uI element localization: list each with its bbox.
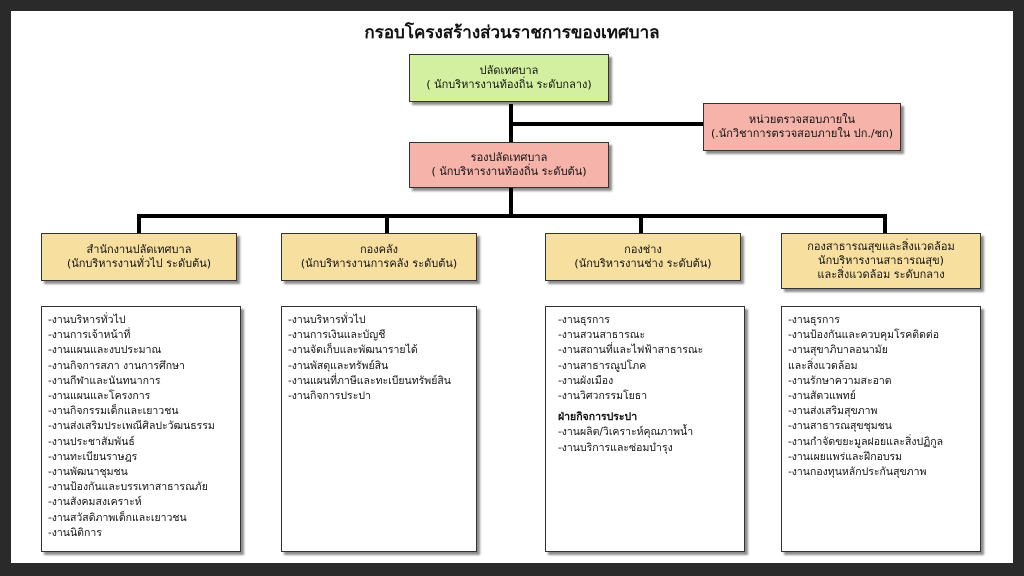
task-item: -งานทะเบียนราษฎร (48, 450, 138, 463)
municipal-clerk-level: ( นักบริหารงานท้องถิ่น ระดับกลาง) (426, 78, 592, 91)
task-item: -งานสาธารณสุขชุมชน (788, 420, 892, 433)
task-item: -งานส่งเสริมสุขภาพ (788, 405, 878, 418)
task-item: -งานสาธารณูปโภค (558, 359, 647, 372)
connector-dept1-drop (137, 214, 141, 234)
internal-audit-name: หน่วยตรวจสอบภายใน (748, 113, 856, 126)
task-item: และสิ่งแวดล้อม (788, 359, 858, 372)
connector-dept3-drop (639, 214, 643, 234)
task-item: -งานกิจการประปา (288, 390, 371, 403)
task-item: -งานวิศวกรรมโยธา (558, 390, 648, 403)
department-header-engineering: กองช่าง (นักบริหารงานช่าง ระดับต้น) (545, 233, 741, 281)
task-list-finance: -งานบริหารทั่วไป -งานการเงินและบัญชี -งานจ… (281, 306, 477, 552)
internal-audit-box: หน่วยตรวจสอบภายใน (.นักวิชาการตรวจสอบภาย… (703, 103, 901, 151)
task-item: -งานนิติการ (48, 526, 102, 539)
task-item: -งานกีฬาและนันทนาการ (48, 374, 161, 387)
department-header-health: กองสาธารณสุขและสิ่งแวดล้อม นักบริหารงานส… (781, 233, 981, 289)
task-item: -งานกิจกรรมเด็กและเยาวชน (48, 405, 179, 418)
task-subheading: ฝ่ายกิจการประปา (558, 411, 638, 424)
task-item: -งานเผยแพร่และฝึกอบรม (788, 450, 903, 463)
task-item: -งานกิจการสภา งานการศึกษา (48, 359, 185, 372)
connector-main-horizontal (137, 214, 887, 218)
task-item: -งานจัดเก็บและพัฒนารายได้ (288, 344, 418, 357)
task-item: -งานกำจัดขยะมูลฝอยและสิ่งปฏิกูล (788, 435, 944, 448)
task-item: -งานสวัสดิภาพเด็กและเยาวชน (48, 511, 187, 524)
task-item: -งานบริหารทั่วไป (288, 314, 366, 326)
connector-audit-horizontal (509, 122, 704, 126)
task-item: -งานส่งเสริมประเพณีศิลปะวัฒนธรรม (48, 420, 215, 433)
task-item: -งานประชาสัมพันธ์ (48, 435, 135, 448)
org-chart-canvas: กรอบโครงสร้างส่วนราชการของเทศบาล ปลัดเทศ… (11, 11, 1013, 563)
department-header-finance: กองคลัง (นักบริหารงานการคลัง ระดับต้น) (281, 233, 477, 281)
connector-deputy-vertical (509, 184, 513, 216)
department-name: กองสาธารณสุขและสิ่งแวดล้อม (807, 240, 955, 253)
department-name: กองช่าง (624, 243, 662, 256)
task-item: -งานสวนสาธารณะ (558, 329, 646, 342)
chart-title: กรอบโครงสร้างส่วนราชการของเทศบาล (364, 23, 660, 43)
deputy-clerk-box: รองปลัดเทศบาล ( นักบริหารงานท้องถิ่น ระด… (409, 142, 609, 188)
task-item: -งานแผนและงบประมาณ (48, 344, 162, 357)
task-item: -งานบริหารทั่วไป (48, 314, 126, 326)
task-item: -งานแผนที่ภาษีและทะเบียนทรัพย์สิน (288, 374, 451, 387)
task-item: -งานสัตวแพทย์ (788, 390, 856, 403)
task-item: -งานสังคมสงเคราะห์ (48, 496, 142, 509)
deputy-clerk-level: ( นักบริหารงานท้องถิ่น ระดับต้น) (431, 165, 587, 178)
task-item: -งานพัฒนาชุมชน (48, 466, 128, 479)
task-item: -งานป้องกันและบรรเทาสาธารณภัย (48, 481, 208, 494)
department-level-line2: และสิ่งแวดล้อม ระดับกลาง (817, 268, 945, 281)
department-name: สำนักงานปลัดเทศบาล (86, 243, 192, 256)
task-item: -งานสุขาภิบาลอนามัย (788, 344, 888, 357)
task-item: -งานการเจ้าหน้าที่ (48, 329, 131, 342)
department-name: กองคลัง (359, 243, 399, 256)
task-item: -งานป้องกันและควบคุมโรคติดต่อ (788, 329, 940, 342)
department-header-office: สำนักงานปลัดเทศบาล (นักบริหารงานทั่วไป ร… (41, 233, 237, 281)
department-level: (นักบริหารงานทั่วไป ระดับต้น) (66, 257, 212, 270)
task-subitem: -งานผลิต/วิเคราะห์คุณภาพน้ำ (558, 426, 694, 439)
task-item: -งานแผนและโครงการ (48, 390, 151, 403)
task-list-health: -งานธุรการ -งานป้องกันและควบคุมโรคติดต่อ -… (781, 306, 981, 552)
municipal-clerk-name: ปลัดเทศบาล (479, 64, 539, 77)
department-level: นักบริหารงานสาธารณสุข) (818, 254, 944, 267)
task-item: -งานผังเมือง (558, 374, 614, 387)
task-list-office: -งานบริหารทั่วไป -งานการเจ้าหน้าที่ -งานแผ… (41, 306, 241, 552)
connector-dept4-drop (883, 214, 887, 234)
department-level: (นักบริหารงานช่าง ระดับต้น) (574, 257, 712, 270)
task-item: -งานรักษาความสะอาด (788, 374, 892, 387)
task-item: -งานกองทุนหลักประกันสุขภาพ (788, 466, 927, 479)
connector-dept2-drop (385, 214, 389, 234)
task-item: -งานธุรการ (788, 314, 840, 326)
task-item: -งานการเงินและบัญชี (288, 329, 386, 342)
internal-audit-level: (.นักวิชาการตรวจสอบภายใน ปก./ชก) (710, 127, 894, 140)
task-item: -งานสถานที่และไฟฟ้าสาธารณะ (558, 344, 704, 357)
task-list-engineering: -งานธุรการ -งานสวนสาธารณะ -งานสถานที่และไฟ… (545, 306, 745, 552)
task-item: -งานธุรการ (558, 314, 610, 326)
deputy-clerk-name: รองปลัดเทศบาล (470, 151, 548, 164)
department-level: (นักบริหารงานการคลัง ระดับต้น) (300, 257, 458, 270)
task-item: -งานพัสดุและทรัพย์สิน (288, 359, 389, 372)
municipal-clerk-box: ปลัดเทศบาล ( นักบริหารงานท้องถิ่น ระดับก… (409, 54, 609, 102)
task-subitem: -งานบริการและซ่อมบำรุง (558, 441, 673, 454)
